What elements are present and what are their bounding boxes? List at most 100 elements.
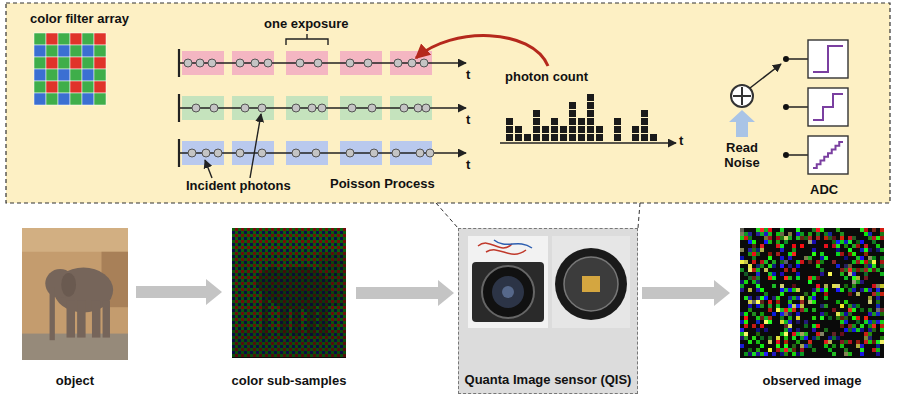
count-square <box>506 118 513 125</box>
illustration-part <box>331 294 334 297</box>
illustration-part <box>319 324 322 327</box>
illustration-part <box>784 236 788 240</box>
photon-dot <box>408 59 416 67</box>
illustration-part <box>253 231 256 234</box>
illustration-part <box>316 228 319 231</box>
illustration-part <box>286 327 289 330</box>
illustration-part <box>247 306 250 309</box>
illustration-part <box>280 315 283 318</box>
illustration-part <box>800 244 804 248</box>
illustration-part <box>292 348 295 351</box>
illustration-part <box>764 260 768 264</box>
illustration-part <box>259 264 262 267</box>
count-square <box>569 134 576 141</box>
illustration-part <box>271 354 274 357</box>
illustration-part <box>319 267 322 270</box>
illustration-part <box>331 330 334 333</box>
illustration-part <box>298 261 301 264</box>
illustration-part <box>334 279 337 282</box>
illustration-part <box>301 345 304 348</box>
illustration-part <box>283 231 286 234</box>
illustration-part <box>316 309 319 312</box>
illustration-part <box>298 228 301 231</box>
illustration-part <box>286 282 289 285</box>
illustration-part <box>816 232 820 236</box>
illustration-part <box>304 237 307 240</box>
illustration-part <box>232 321 235 324</box>
illustration-part <box>265 345 268 348</box>
illustration-part <box>316 285 319 288</box>
illustration-part <box>340 312 343 315</box>
filter-cell <box>70 93 82 105</box>
illustration-part <box>301 327 304 330</box>
adc-block <box>783 88 848 126</box>
illustration-part <box>253 240 256 243</box>
illustration-part <box>277 327 280 330</box>
illustration-part <box>319 246 322 249</box>
illustration-part <box>307 240 310 243</box>
illustration-part <box>283 276 286 279</box>
illustration-part <box>247 255 250 258</box>
illustration-part <box>292 255 295 258</box>
illustration-part <box>235 333 238 336</box>
illustration-part <box>768 228 772 232</box>
illustration-part <box>316 351 319 354</box>
illustration-part <box>334 309 337 312</box>
illustration-part <box>289 345 292 348</box>
illustration-part <box>340 261 343 264</box>
illustration-part <box>340 282 343 285</box>
illustration-part <box>271 327 274 330</box>
illustration-part <box>247 231 250 234</box>
illustration-part <box>250 240 253 243</box>
illustration-part <box>238 279 241 282</box>
illustration-part <box>776 244 780 248</box>
illustration-part <box>265 282 268 285</box>
illustration-part <box>337 249 340 252</box>
adc-box <box>808 40 848 78</box>
illustration-part <box>244 252 247 255</box>
illustration-part <box>244 282 247 285</box>
illustration-part <box>322 246 325 249</box>
illustration-part <box>319 240 322 243</box>
illustration-part <box>313 354 316 357</box>
illustration-part <box>280 309 283 312</box>
illustration-part <box>322 342 325 345</box>
illustration-part <box>337 228 340 231</box>
illustration-part <box>740 248 744 252</box>
illustration-part <box>298 237 301 240</box>
illustration-part <box>322 303 325 306</box>
illustration-part <box>298 249 301 252</box>
illustration-part <box>262 324 265 327</box>
illustration-part <box>244 333 247 336</box>
illustration-part <box>274 240 277 243</box>
illustration-part <box>280 303 283 306</box>
illustration-part <box>271 246 274 249</box>
illustration-part <box>286 276 289 279</box>
observed-mosaic <box>740 228 884 358</box>
illustration-part <box>235 276 238 279</box>
photon-dot <box>296 59 304 67</box>
illustration-part <box>292 270 295 273</box>
illustration-part <box>343 348 346 351</box>
illustration-part <box>244 327 247 330</box>
illustration-part <box>868 264 872 268</box>
illustration-part <box>343 258 346 261</box>
illustration-part <box>316 306 319 309</box>
illustration-part <box>331 243 334 246</box>
illustration-part <box>262 237 265 240</box>
illustration-part <box>331 300 334 303</box>
illustration-part <box>232 255 235 258</box>
illustration-part <box>313 228 316 231</box>
illustration-part <box>788 256 792 260</box>
illustration-part <box>256 339 259 342</box>
illustration-part <box>250 246 253 249</box>
illustration-part <box>340 288 343 291</box>
illustration-part <box>277 321 280 324</box>
illustration-part <box>310 321 313 324</box>
illustration-part <box>292 321 295 324</box>
illustration-part <box>262 276 265 279</box>
illustration-part <box>310 291 313 294</box>
illustration-part <box>22 228 128 360</box>
illustration-part <box>343 312 346 315</box>
illustration-part <box>241 342 244 345</box>
